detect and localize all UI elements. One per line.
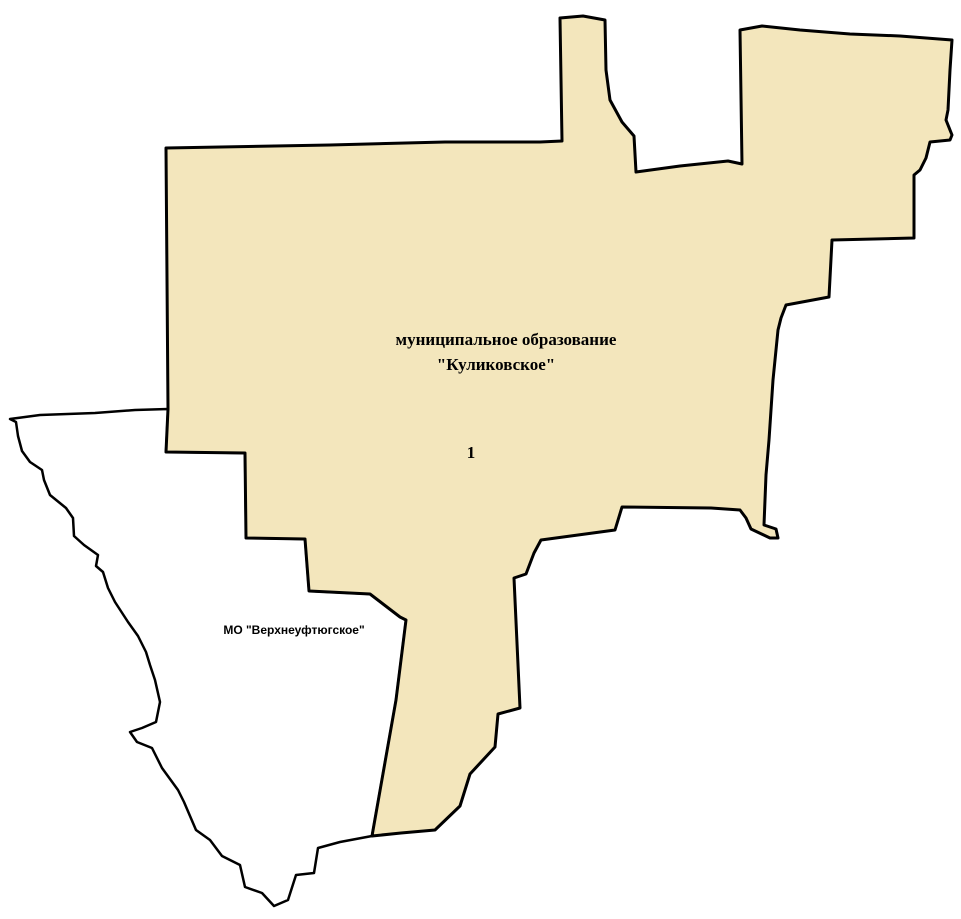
neighbor-region-label: МО "Верхнеуфтюгское"	[223, 623, 364, 637]
region-label-line1: муниципальное образование	[396, 330, 617, 349]
region-kulikovskoe[interactable]	[164, 14, 954, 838]
region-number: 1	[467, 443, 476, 462]
region-label-line2: "Куликовское"	[437, 355, 555, 374]
